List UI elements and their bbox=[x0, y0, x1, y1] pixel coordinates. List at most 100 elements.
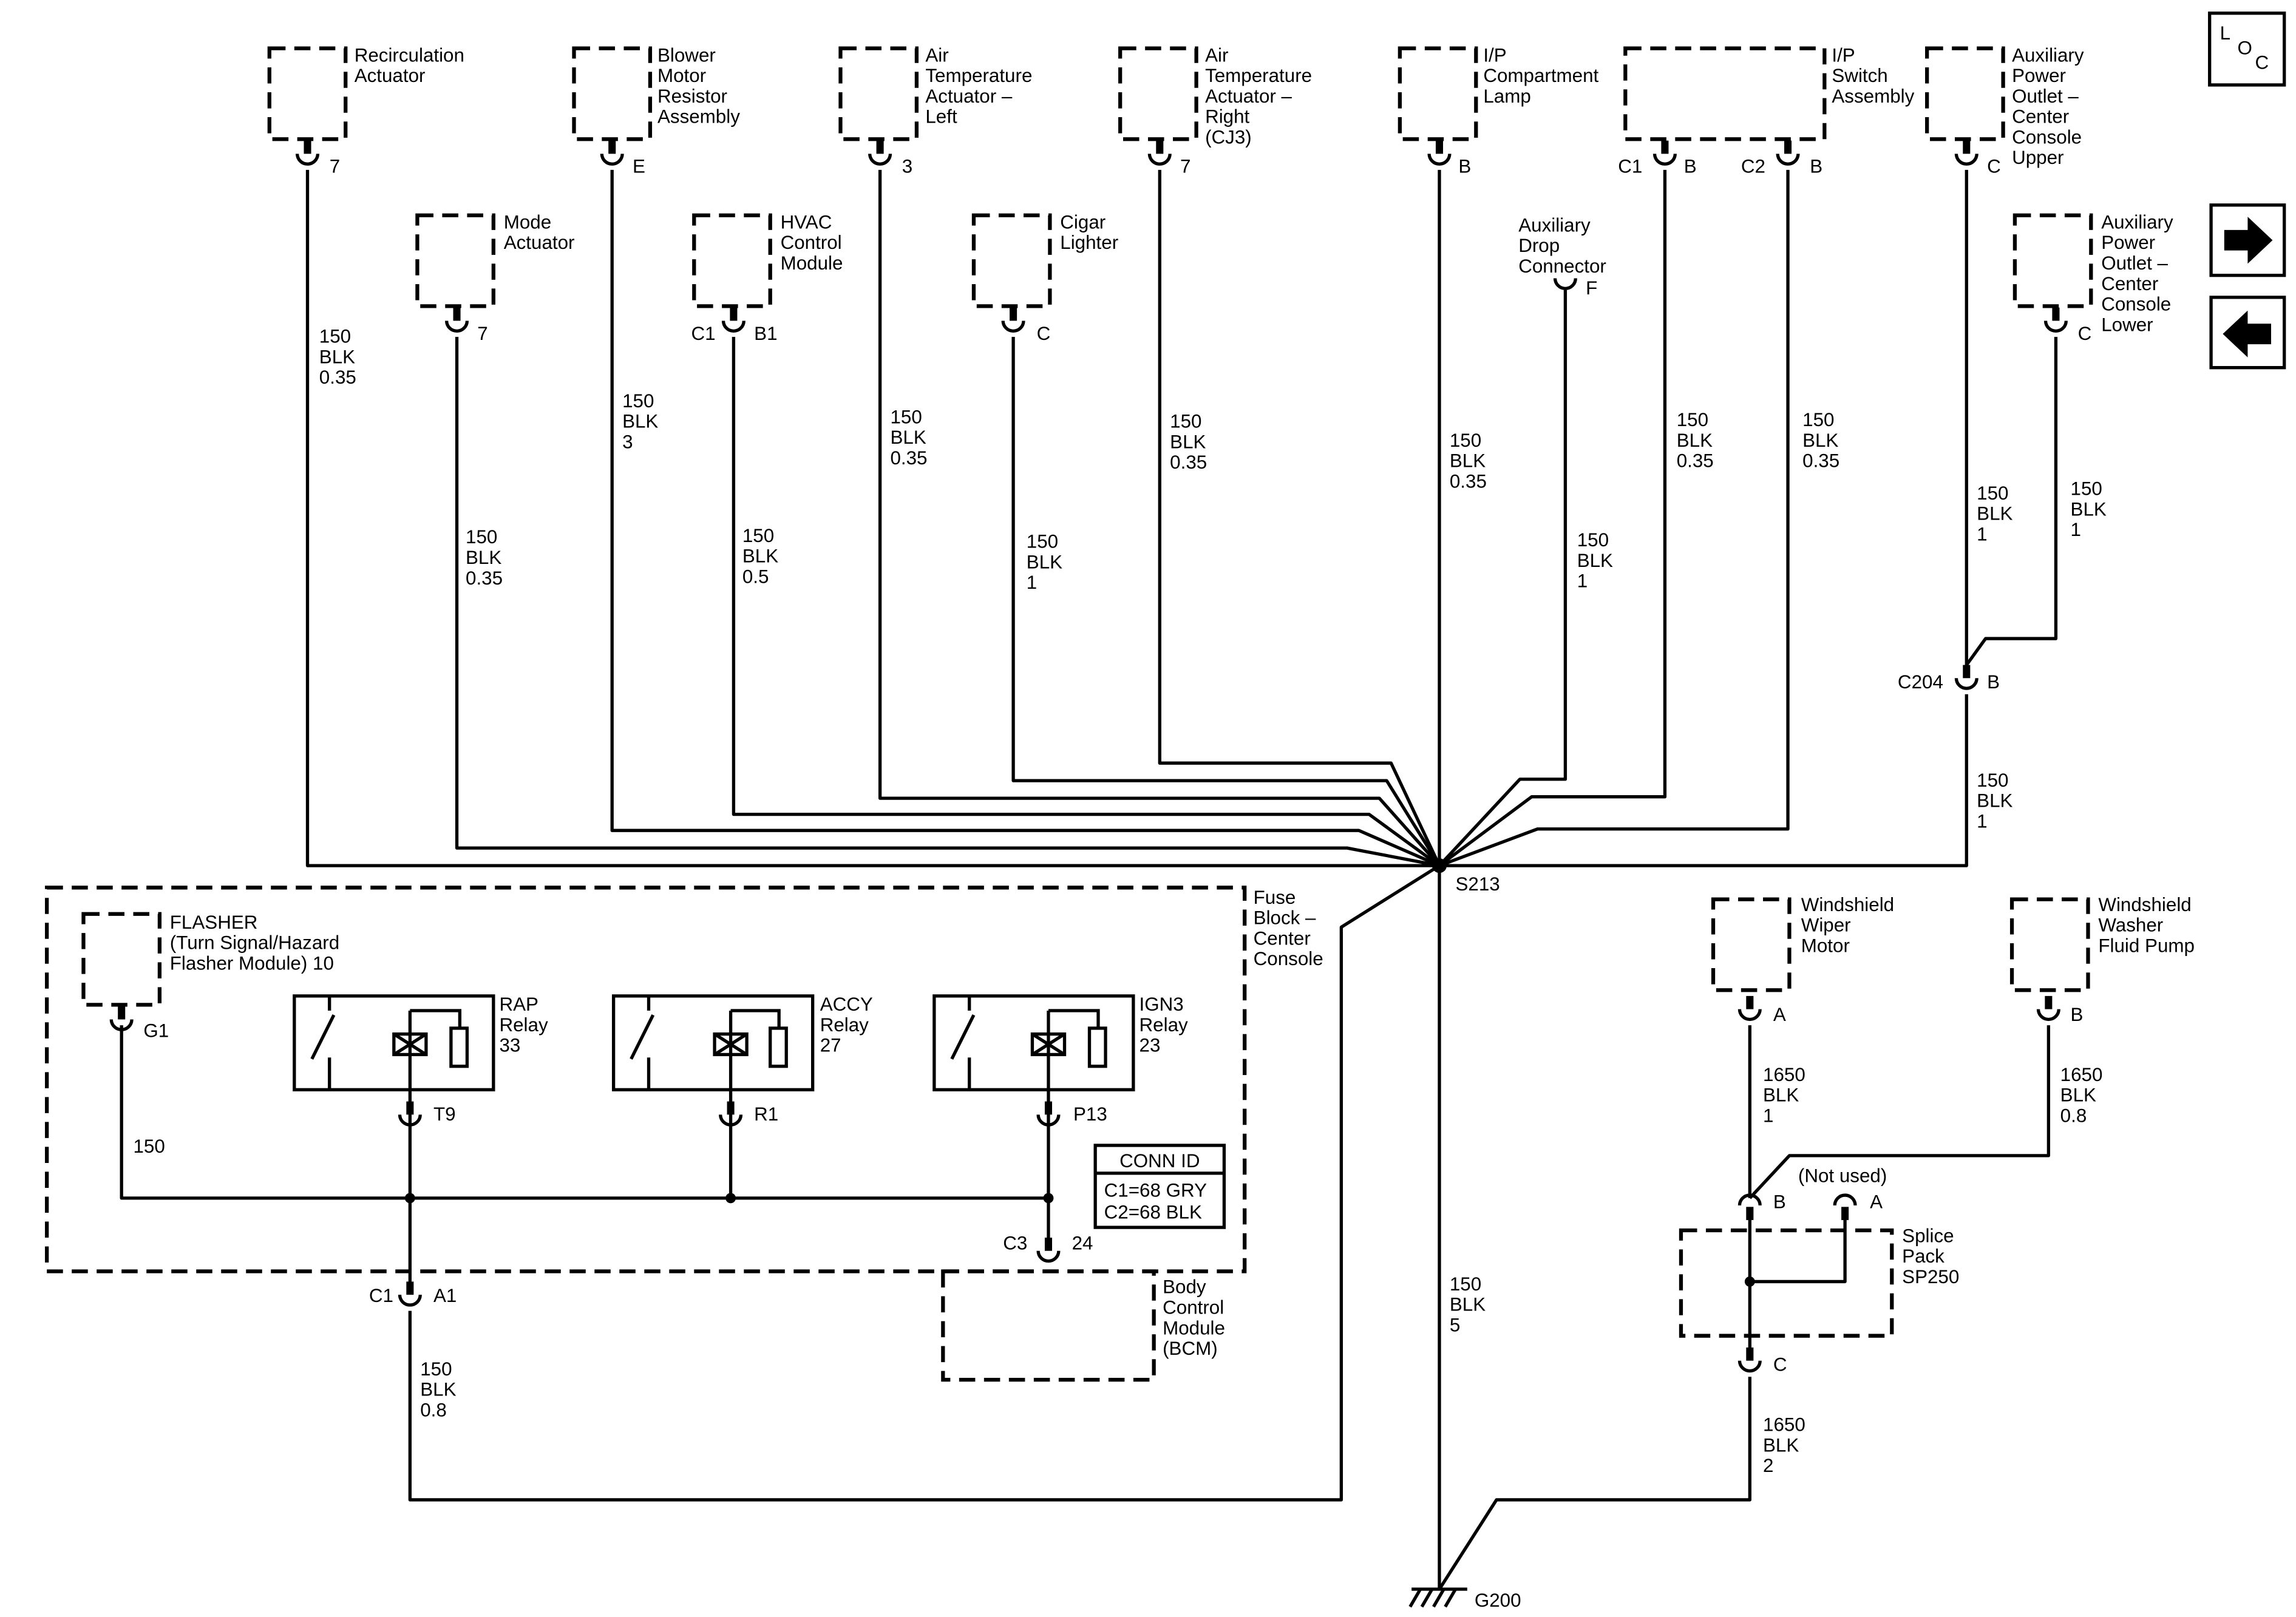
label-line: FLASHER bbox=[170, 912, 258, 933]
connector-terminal bbox=[1737, 1193, 1762, 1221]
label-line: Pack bbox=[1902, 1246, 1944, 1267]
connector-terminal bbox=[1737, 995, 1762, 1022]
label-line: BLK bbox=[1977, 790, 2012, 812]
pin-ign3: P13 bbox=[1073, 1103, 1107, 1125]
connector-terminal bbox=[600, 140, 624, 166]
label-line: 1 bbox=[1763, 1105, 1773, 1126]
label-line: 150 bbox=[1170, 411, 1201, 432]
rap-relay bbox=[293, 994, 495, 1128]
connector-terminal bbox=[1776, 140, 1800, 166]
label-line: Console bbox=[2012, 126, 2082, 147]
blower-box bbox=[572, 46, 653, 141]
label-line: Recirculation bbox=[355, 44, 464, 66]
label-line: BLK bbox=[1977, 503, 2012, 524]
connector-terminal bbox=[1954, 665, 1978, 690]
label-line: BLK bbox=[420, 1379, 456, 1400]
label-line: 150 bbox=[133, 1136, 165, 1157]
label-line: Module bbox=[781, 253, 843, 274]
label-line: BLK bbox=[466, 547, 501, 568]
label-line: 0.35 bbox=[1450, 471, 1487, 492]
atr-box bbox=[1118, 46, 1198, 141]
pin-hvac-conn: C1 bbox=[691, 323, 715, 344]
label-line: 0.8 bbox=[420, 1399, 447, 1420]
label-line: (CJ3) bbox=[1205, 126, 1252, 147]
connector-terminal bbox=[1036, 1101, 1061, 1127]
label-line: 33 bbox=[499, 1035, 520, 1056]
label-line: Auxiliary bbox=[1518, 214, 1591, 236]
pin-fb-a1: A1 bbox=[433, 1285, 457, 1306]
label-line: 150 bbox=[1450, 1273, 1481, 1295]
label-line: Module bbox=[1163, 1317, 1225, 1338]
label-line: IGN3 bbox=[1140, 994, 1184, 1015]
connectors bbox=[109, 140, 2068, 1373]
pin-sp-c: C bbox=[1773, 1354, 1787, 1375]
s213-splice-dot bbox=[1432, 858, 1447, 873]
arrow-left-icon[interactable] bbox=[2209, 296, 2286, 370]
not-used-label: (Not used) bbox=[1798, 1165, 1887, 1186]
label-line: Wiper bbox=[1801, 915, 1851, 936]
label-line: HVAC bbox=[781, 211, 832, 232]
label-line: Lower bbox=[2101, 314, 2153, 335]
label-line: Fuse bbox=[1254, 887, 1296, 908]
pin-recirc: 7 bbox=[330, 156, 340, 177]
label-line: BLK bbox=[2071, 498, 2107, 520]
pin-flasher: G1 bbox=[143, 1020, 169, 1041]
label-line: 150 bbox=[890, 406, 922, 427]
label-line: Motor bbox=[1801, 935, 1850, 956]
connector-terminal bbox=[2036, 995, 2060, 1022]
label-line: Cigar bbox=[1060, 211, 1106, 232]
splice-s213-label: S213 bbox=[1456, 873, 1500, 895]
conn-id-c2: C2=68 BLK bbox=[1104, 1202, 1202, 1223]
label-line: 150 bbox=[1802, 409, 1834, 430]
label-line: Lamp bbox=[1483, 86, 1530, 107]
conn-id-table: CONN ID C1=68 GRY C2=68 BLK bbox=[1093, 1144, 1226, 1229]
label-line: 0.5 bbox=[742, 566, 769, 587]
pin-ipsw-c1: C1 bbox=[1618, 156, 1642, 177]
label-line: BLK bbox=[1677, 430, 1713, 451]
loc-button[interactable]: L O C bbox=[2208, 12, 2286, 87]
pin-apo-upper: C bbox=[1987, 156, 2001, 177]
label-line: Flasher Module) 10 bbox=[170, 952, 334, 974]
arrow-right-icon[interactable] bbox=[2209, 203, 2286, 277]
pin-washer: B bbox=[2071, 1004, 2084, 1025]
label-line: BLK bbox=[1027, 551, 1062, 572]
label-line: 150 bbox=[1027, 531, 1058, 552]
label-line: BLK bbox=[1450, 1294, 1486, 1315]
splice-pack-box bbox=[1679, 1228, 1894, 1338]
atl-box bbox=[838, 46, 919, 141]
pin-ipcomp: B bbox=[1458, 156, 1471, 177]
ipsw-box bbox=[1623, 46, 1827, 141]
label-line: Air bbox=[1205, 44, 1228, 66]
label-line: BLK bbox=[1763, 1085, 1799, 1106]
label-line: 5 bbox=[1450, 1314, 1460, 1335]
washer-box bbox=[2009, 897, 2090, 992]
label-line: 0.35 bbox=[1677, 450, 1714, 472]
loc-letter-c: C bbox=[2255, 52, 2269, 73]
connector-terminal bbox=[868, 140, 892, 166]
pin-mode: 7 bbox=[477, 323, 487, 344]
connector-terminal bbox=[1553, 278, 1577, 291]
label-line: Power bbox=[2012, 65, 2066, 86]
label-line: 0.35 bbox=[1802, 450, 1839, 472]
label-line: 23 bbox=[1140, 1035, 1161, 1056]
label-line: Temperature bbox=[1205, 65, 1312, 86]
pin-ipsw-b1: B bbox=[1684, 156, 1697, 177]
label-line: BLK bbox=[890, 427, 926, 448]
label-line: Outlet – bbox=[2101, 253, 2168, 274]
